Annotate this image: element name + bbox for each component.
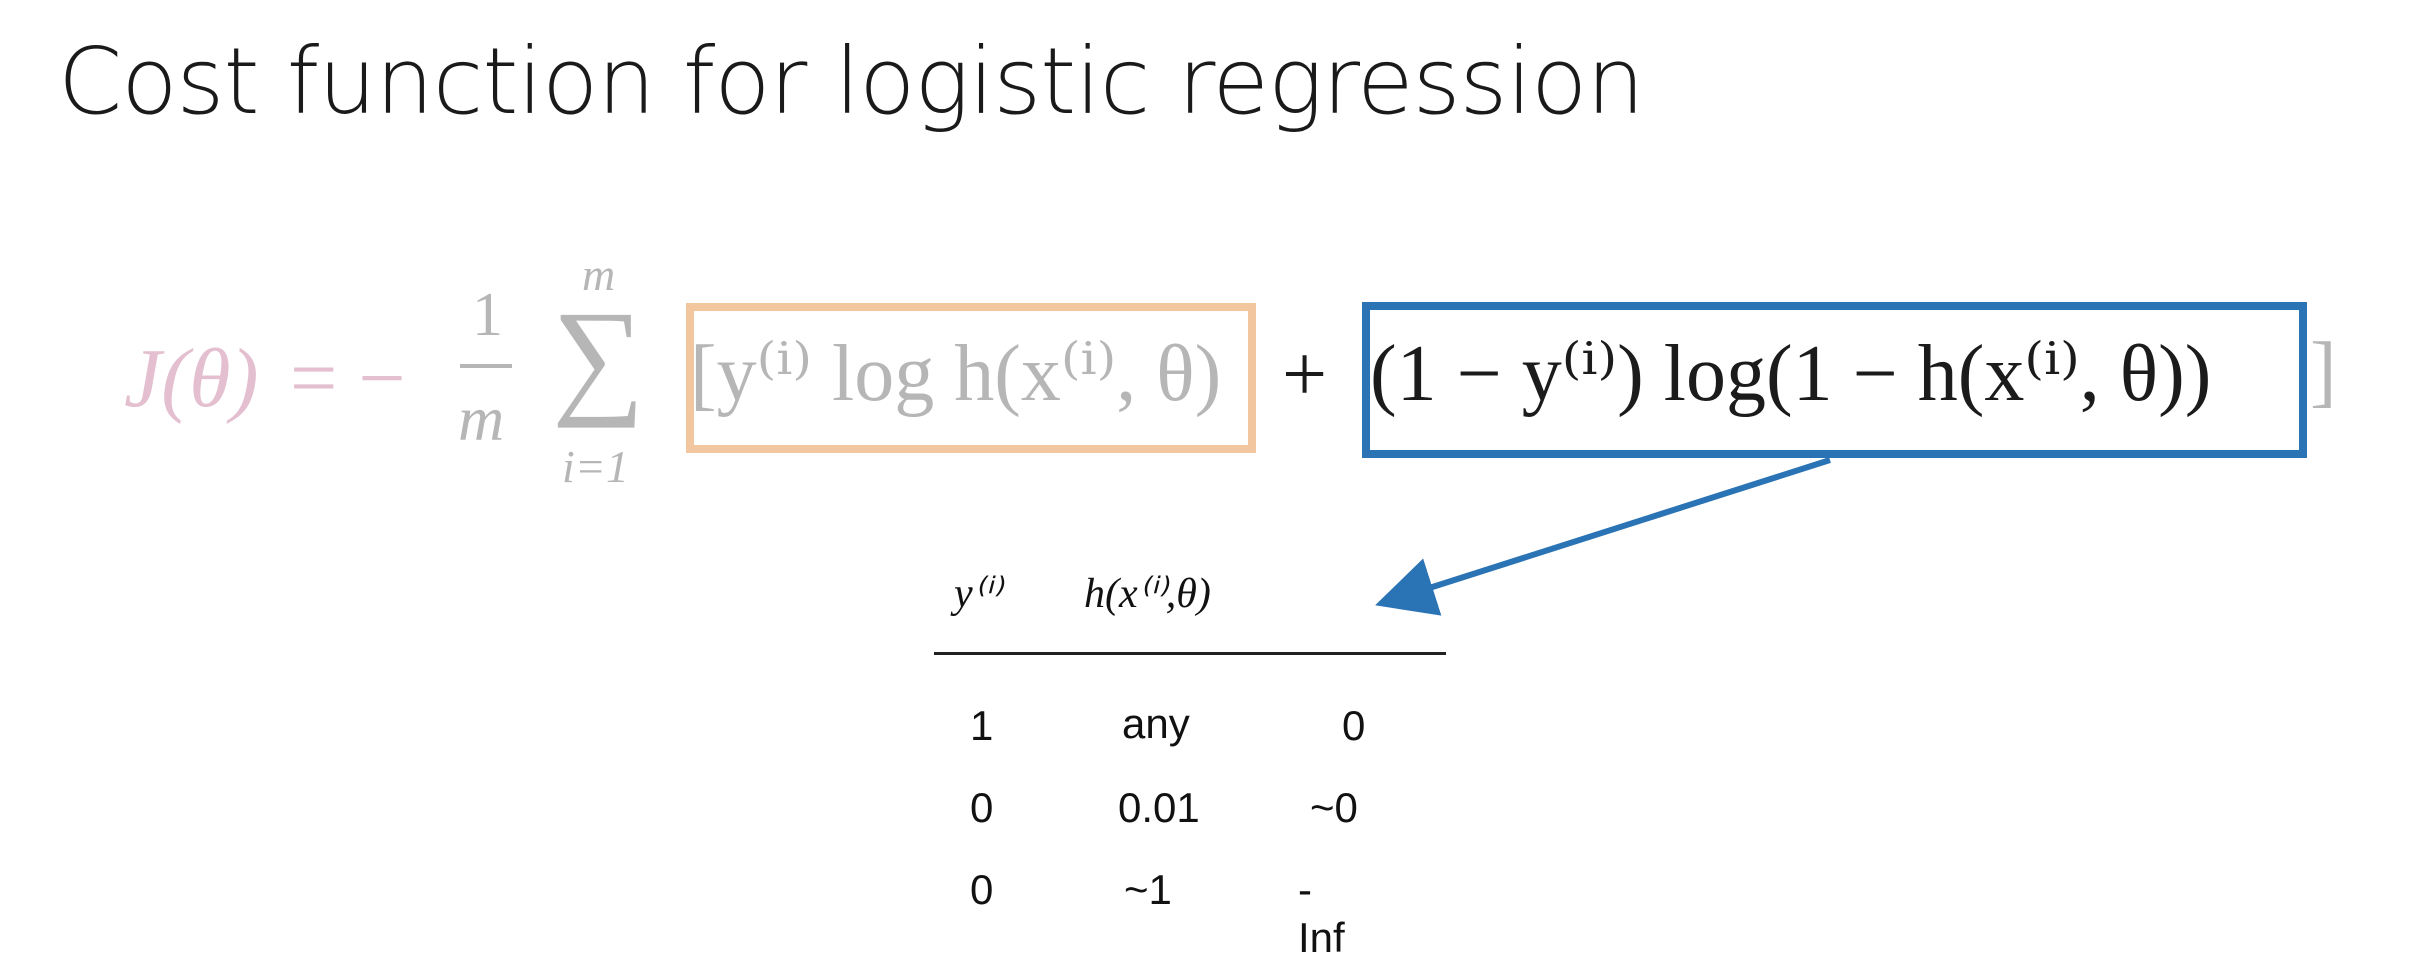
table-header-rule: [934, 652, 1446, 655]
formula-term1: [y⁽ⁱ⁾ log h(x⁽ⁱ⁾, θ): [690, 330, 1222, 418]
fraction-denominator: m: [458, 383, 505, 454]
table-cell: 0: [970, 866, 994, 913]
table-header-y: y⁽ⁱ⁾: [954, 571, 1001, 617]
sum-upper-limit: m: [582, 249, 616, 300]
table-cell: 0.01: [1118, 784, 1200, 831]
fraction-bar: [460, 364, 512, 368]
table-cell: 0: [970, 784, 994, 831]
table-cell: ~1: [1124, 866, 1172, 913]
highlight-box-term2: [1362, 302, 2307, 458]
slide-title: Cost function for logistic regression: [58, 28, 1645, 135]
highlight-box-term1: [686, 303, 1256, 453]
formula-plus: +: [1282, 331, 1328, 419]
fraction-numerator: 1: [472, 281, 503, 349]
sum-symbol: ∑: [552, 285, 645, 429]
formula-equals-minus: = −: [290, 332, 406, 425]
table-cell: any: [1122, 700, 1190, 747]
sum-lower-limit: i=1: [562, 441, 629, 492]
formula-term2: (1 − y⁽ⁱ⁾) log(1 − h(x⁽ⁱ⁾, θ)): [1370, 330, 2212, 418]
formula-lhs: J(θ): [124, 332, 259, 425]
table-cell: -Inf: [1298, 866, 1345, 961]
formula-close-bracket: ]: [2310, 327, 2337, 415]
table-cell: ~0: [1310, 784, 1358, 831]
table-header-h: h(x⁽ⁱ⁾,θ): [1084, 571, 1211, 617]
table-cell: 1: [970, 702, 994, 749]
table-cell: 0: [1342, 702, 1366, 749]
